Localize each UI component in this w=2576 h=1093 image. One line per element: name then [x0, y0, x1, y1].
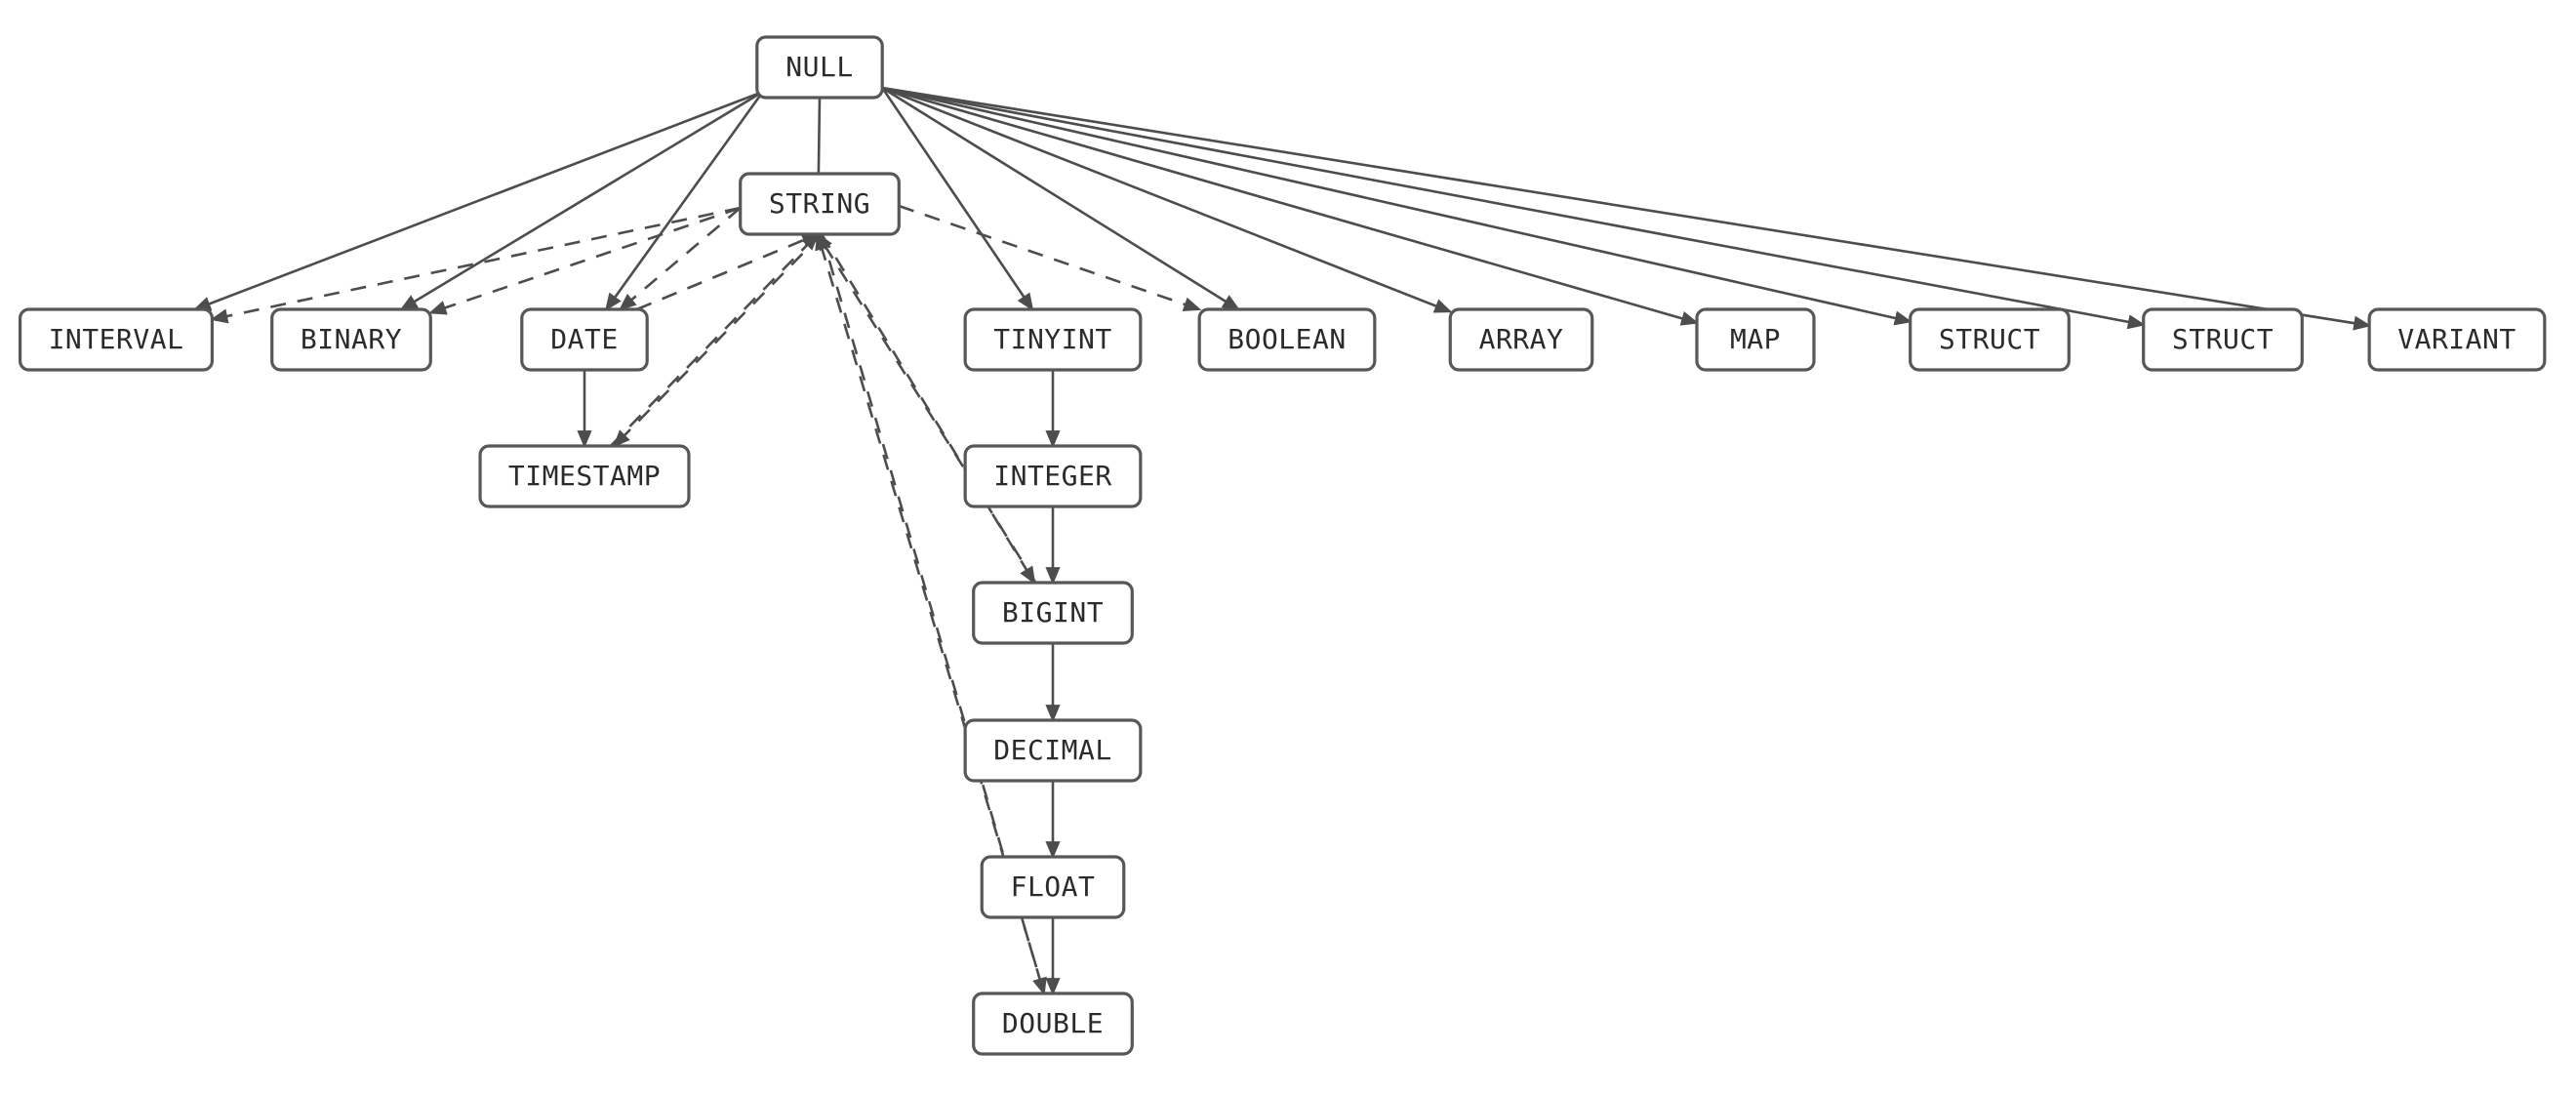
node-map[interactable]: MAP	[1695, 307, 1816, 372]
node-array[interactable]: ARRAY	[1448, 307, 1594, 372]
node-binary[interactable]: BINARY	[270, 307, 432, 372]
node-integer[interactable]: INTEGER	[963, 444, 1143, 508]
node-decimal[interactable]: DECIMAL	[963, 718, 1143, 783]
node-box-date[interactable]	[520, 307, 649, 372]
node-box-variant[interactable]	[2367, 307, 2547, 372]
edge-string-to-timestamp	[612, 233, 823, 448]
edge-string-to-interval	[210, 206, 741, 324]
node-double[interactable]: DOUBLE	[972, 992, 1134, 1056]
edge-null-to-tinyint	[881, 87, 1034, 311]
edge-null-to-boolean	[881, 86, 1241, 311]
node-tinyint[interactable]: TINYINT	[963, 307, 1143, 372]
node-date[interactable]: DATE	[520, 307, 649, 372]
node-box-interval[interactable]	[19, 307, 215, 372]
node-box-timestamp[interactable]	[478, 444, 691, 508]
node-box-struct_1[interactable]	[1909, 307, 2071, 372]
edge-null-to-array	[881, 86, 1453, 313]
edge-null-to-map	[881, 86, 1700, 326]
node-null[interactable]: NULL	[755, 35, 884, 100]
node-box-binary[interactable]	[270, 307, 432, 372]
edge-double-to-string	[815, 231, 1046, 994]
node-box-struct_2[interactable]	[2142, 307, 2304, 372]
node-struct_2[interactable]: STRUCT	[2142, 307, 2304, 372]
edge-null-to-date	[604, 91, 764, 311]
edge-null-to-struct_1	[881, 86, 1912, 326]
node-layer: NULL STRING INTERVAL BINARY DATE TINYINT BOOLE…	[19, 35, 2547, 1056]
edge-null-to-variant	[881, 86, 2372, 331]
node-box-decimal[interactable]	[963, 718, 1143, 783]
edge-null-to-struct_2	[881, 86, 2146, 330]
node-box-array[interactable]	[1448, 307, 1594, 372]
node-box-map[interactable]	[1695, 307, 1816, 372]
edge-date-to-string	[636, 232, 821, 311]
node-struct_1[interactable]: STRUCT	[1909, 307, 2071, 372]
node-box-float[interactable]	[980, 855, 1126, 919]
edge-null-to-interval	[192, 90, 764, 311]
node-string[interactable]: STRING	[739, 172, 901, 236]
edge-string-to-binary	[428, 206, 742, 315]
edge-layer	[192, 86, 2372, 996]
node-timestamp[interactable]: TIMESTAMP	[478, 444, 691, 508]
edge-bigint-to-string	[816, 232, 1037, 584]
node-box-integer[interactable]	[963, 444, 1143, 508]
node-box-bigint[interactable]	[972, 581, 1134, 645]
node-interval[interactable]: INTERVAL	[19, 307, 215, 372]
node-box-boolean[interactable]	[1197, 307, 1377, 372]
node-bigint[interactable]: BIGINT	[972, 581, 1134, 645]
node-float[interactable]: FLOAT	[980, 855, 1126, 919]
edge-null-to-binary	[399, 90, 764, 311]
node-box-string[interactable]	[739, 172, 901, 236]
node-variant[interactable]: VARIANT	[2367, 307, 2547, 372]
node-box-null[interactable]	[755, 35, 884, 100]
node-box-tinyint[interactable]	[963, 307, 1143, 372]
node-boolean[interactable]: BOOLEAN	[1197, 307, 1377, 372]
edge-timestamp-to-string	[609, 232, 820, 447]
edge-string-to-date	[618, 207, 742, 311]
node-box-double[interactable]	[972, 992, 1134, 1056]
